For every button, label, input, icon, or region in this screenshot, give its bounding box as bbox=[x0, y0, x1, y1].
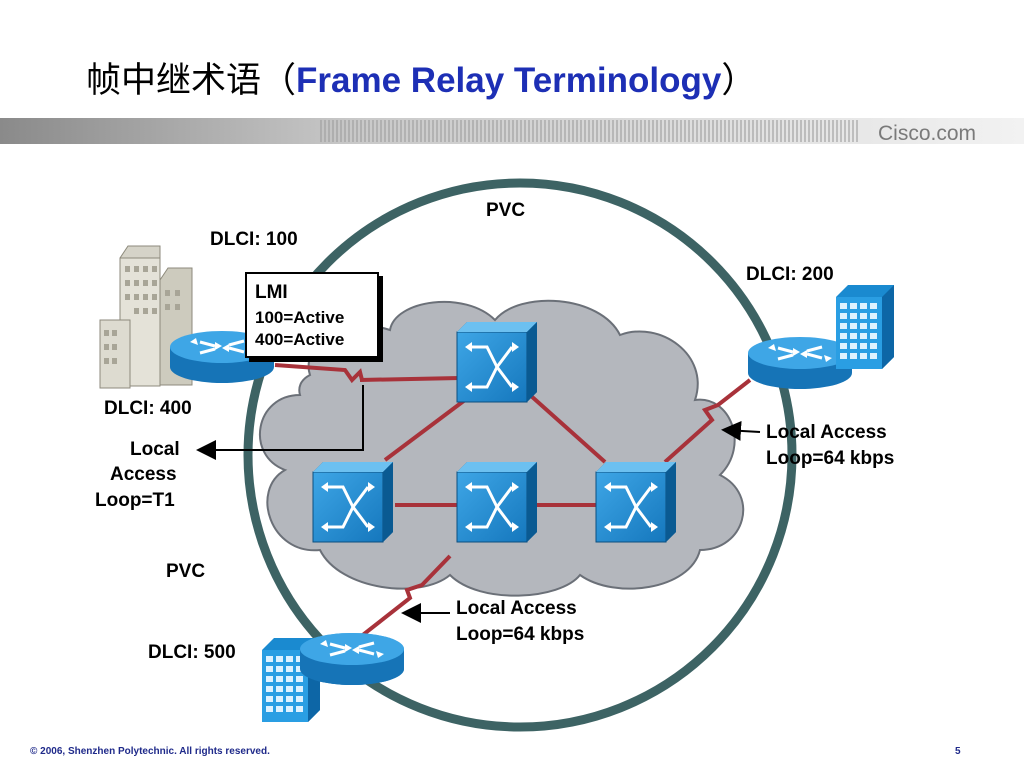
lmi-title: LMI bbox=[255, 282, 288, 303]
title-close-paren: ） bbox=[721, 61, 757, 101]
lmi-line-1: 100=Active bbox=[255, 308, 345, 327]
local-access-right-line2: Loop=64 kbps bbox=[766, 448, 895, 469]
title-open-paren: （ bbox=[261, 61, 297, 101]
pvc-label-top: PVC bbox=[486, 200, 526, 221]
header-band bbox=[0, 118, 1024, 144]
lmi-box: LMI 100=Active 400=Active bbox=[245, 272, 379, 358]
lmi-line-2: 400=Active bbox=[255, 330, 345, 349]
dlci-500-label: DLCI: 500 bbox=[148, 642, 236, 663]
pvc-ring bbox=[243, 178, 797, 732]
switch-icon bbox=[311, 460, 395, 544]
building-icon-left bbox=[99, 245, 193, 389]
dlci-200-label: DLCI: 200 bbox=[746, 264, 834, 285]
building-icon-right bbox=[836, 285, 894, 369]
local-access-left-line2: Access bbox=[110, 464, 177, 485]
title-english: Frame Relay Terminology bbox=[296, 61, 722, 100]
local-access-left-line1: Local bbox=[130, 439, 180, 460]
access-link-right bbox=[663, 378, 752, 464]
local-access-bottom-line2: Loop=64 kbps bbox=[456, 624, 585, 645]
switch-icon bbox=[594, 460, 678, 544]
dlci-400-label: DLCI: 400 bbox=[104, 398, 192, 419]
switch-icon bbox=[455, 320, 539, 404]
lmi-pointer-line bbox=[196, 385, 364, 460]
cisco-logo: Cisco.com bbox=[878, 122, 977, 145]
access-link-bottom bbox=[348, 554, 452, 647]
trunk-links bbox=[359, 376, 607, 507]
switch-icon bbox=[455, 460, 539, 544]
access-link-left bbox=[274, 363, 364, 384]
title-chinese: 帧中继术语 bbox=[86, 61, 262, 101]
page-number: 5 bbox=[955, 746, 961, 757]
slide-title: 帧中继术语（Frame Relay Terminology） bbox=[86, 52, 756, 103]
arrow-right-local-access bbox=[721, 420, 761, 441]
local-access-bottom-line1: Local Access bbox=[456, 598, 577, 619]
router-icon bbox=[298, 631, 406, 687]
local-access-left-line3: Loop=T1 bbox=[95, 490, 175, 511]
copyright-footer: © 2006, Shenzhen Polytechnic. All rights… bbox=[30, 746, 270, 757]
local-access-right-line1: Local Access bbox=[766, 422, 887, 443]
dlci-100-label: DLCI: 100 bbox=[210, 229, 298, 250]
pvc-label-left: PVC bbox=[166, 561, 206, 582]
